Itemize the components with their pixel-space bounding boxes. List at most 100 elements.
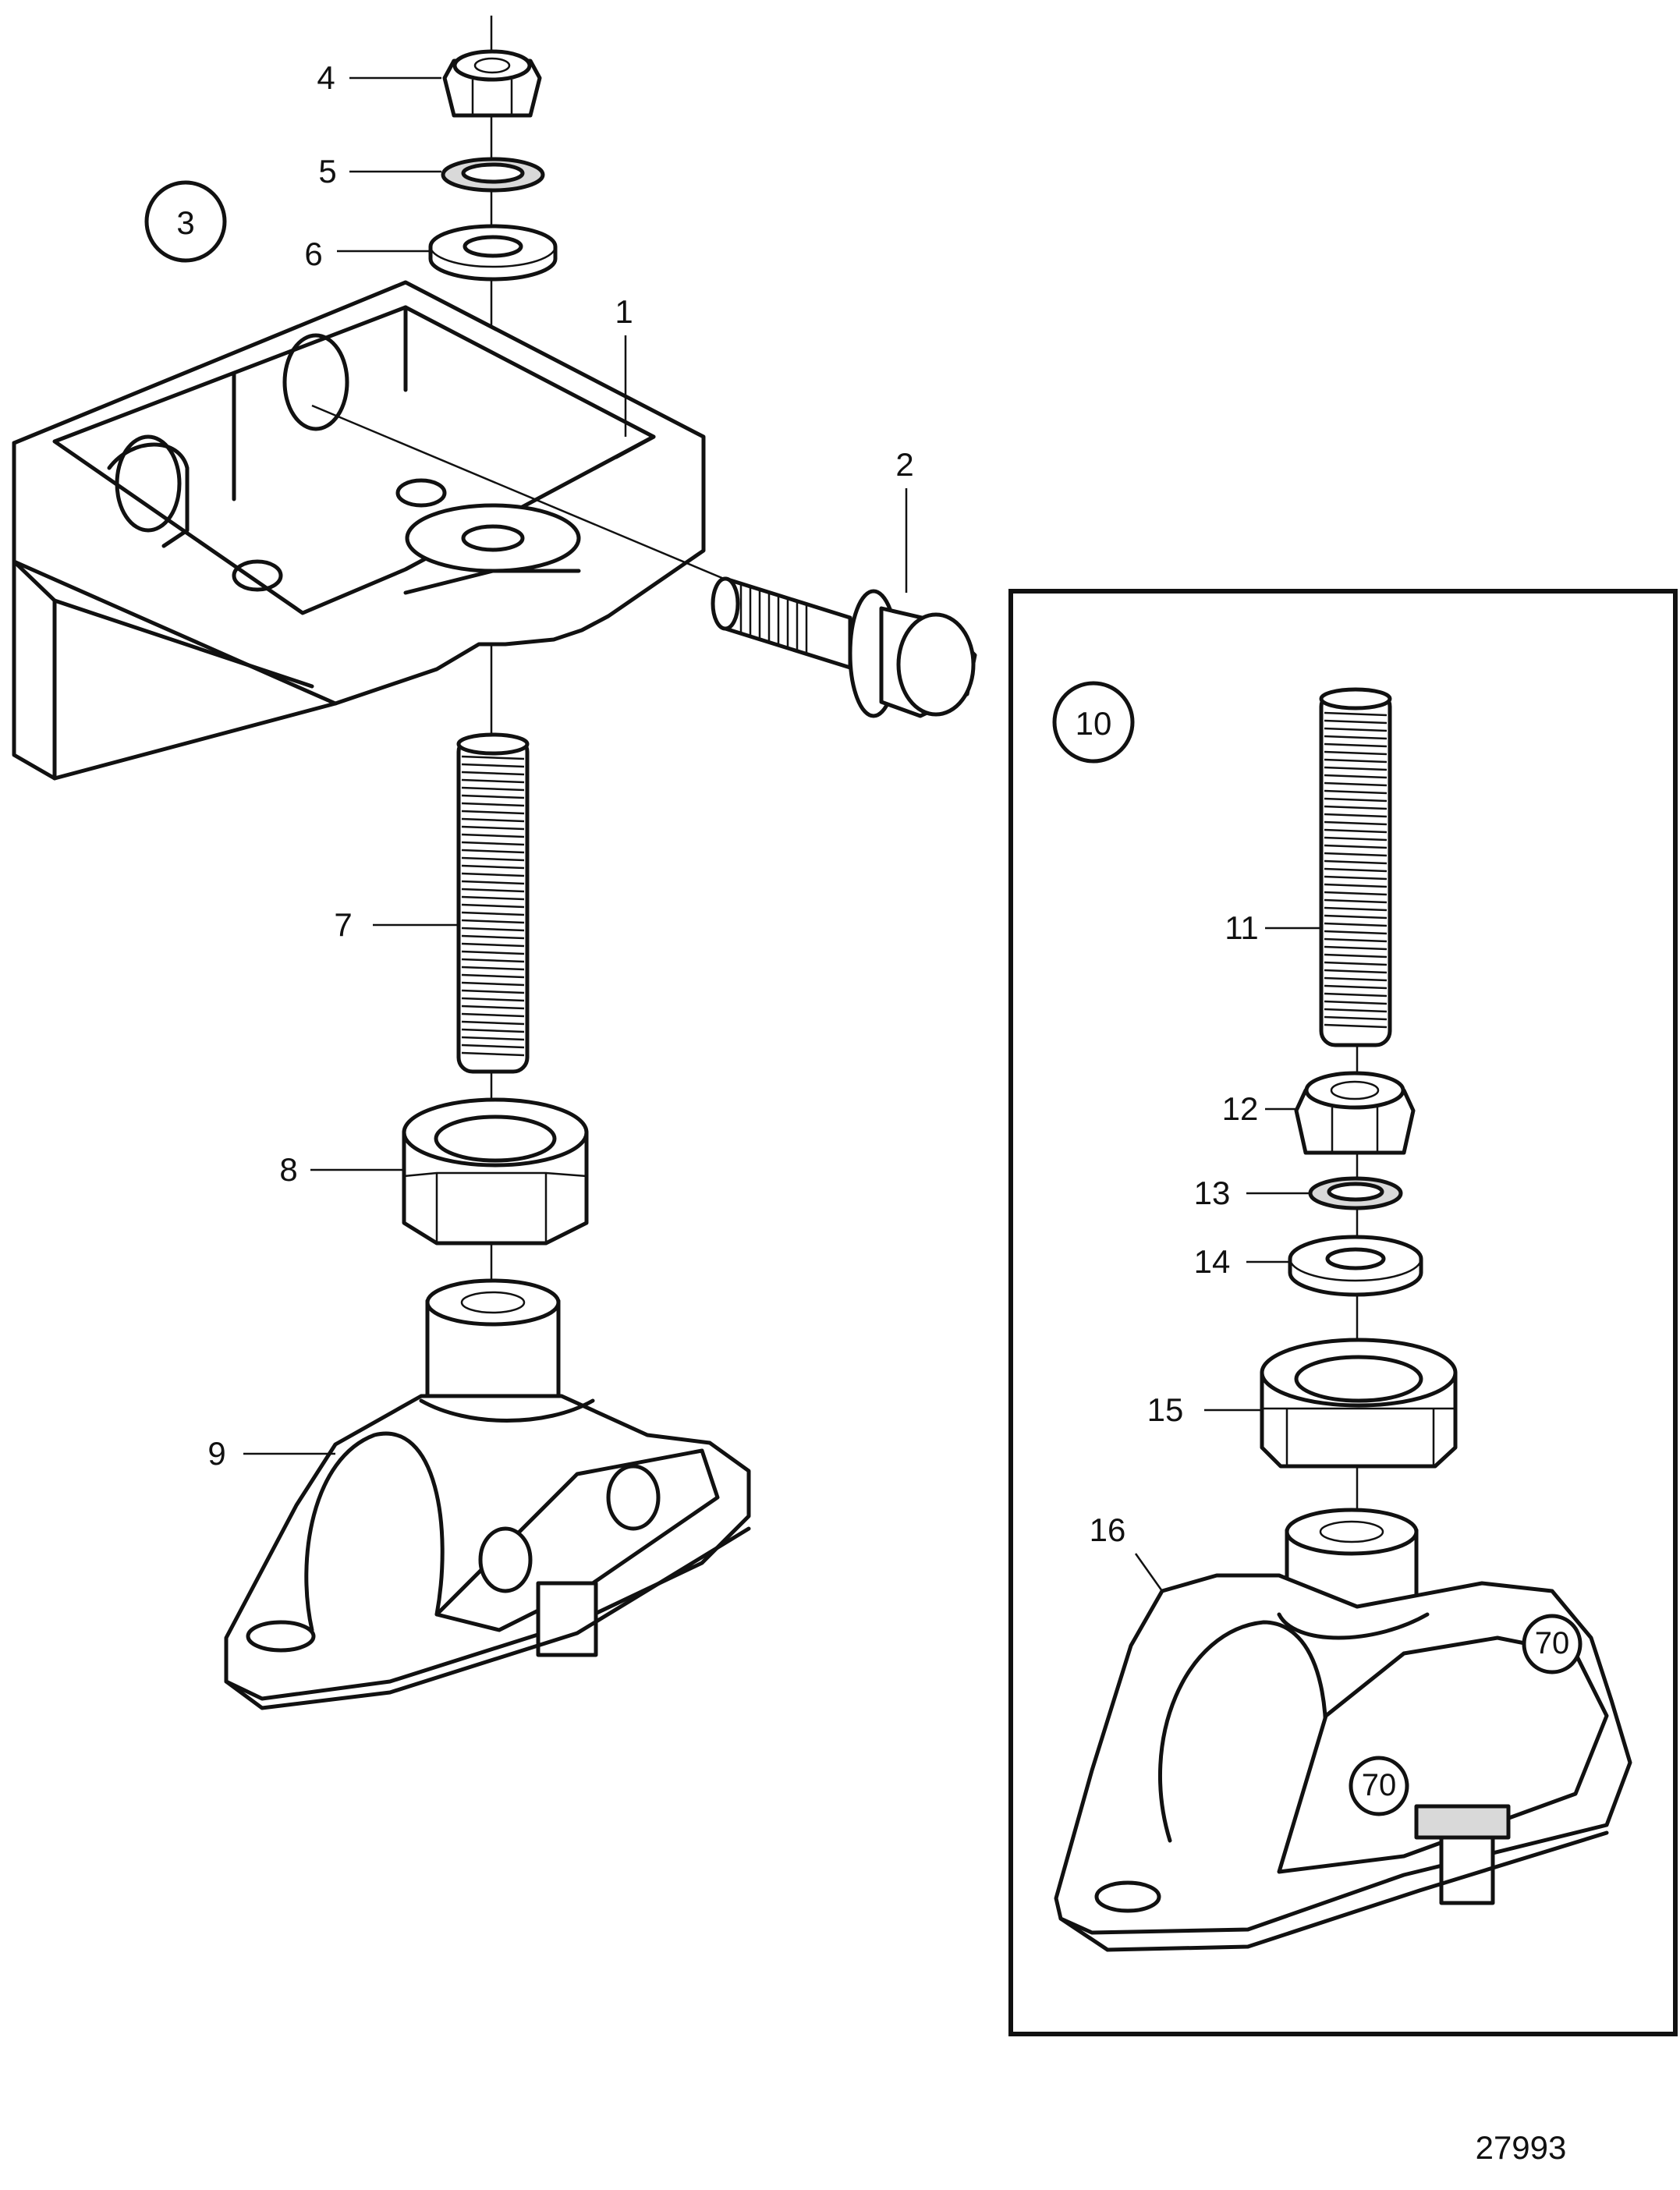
- thread-line: [1324, 859, 1388, 865]
- thread-line: [461, 997, 525, 1002]
- thread-line: [461, 849, 525, 854]
- thread-line: [1324, 922, 1388, 927]
- thread-line: [1324, 750, 1388, 756]
- thread-line: [461, 888, 525, 893]
- thread-line: [461, 1012, 525, 1018]
- thread-line: [1324, 898, 1388, 904]
- thread-line: [461, 1044, 525, 1049]
- thread-line: [461, 864, 525, 870]
- lock-washer-part-5: [441, 157, 545, 193]
- assembly-group-3: 3 4 5 6 1 2 7 8 9: [12, 16, 977, 1710]
- nut-part-8: [402, 1097, 589, 1246]
- thread-line: [1324, 945, 1388, 951]
- insert-plate-text-1: 70: [1362, 1768, 1397, 1802]
- thread-line: [1324, 758, 1388, 764]
- thread-line: [461, 833, 525, 838]
- washer-part-6: [428, 224, 558, 282]
- thread-line: [1324, 797, 1388, 803]
- thread-line: [1324, 937, 1388, 943]
- thread-line: [461, 903, 525, 909]
- thread-line: [461, 973, 525, 979]
- thread-line: [1324, 789, 1388, 795]
- thread-line: [1324, 781, 1388, 787]
- thread-line: [461, 825, 525, 831]
- thread-line: [1324, 828, 1388, 834]
- flange-bolt-part-2: [711, 576, 977, 718]
- thread-line: [461, 950, 525, 955]
- thread-line: [1324, 742, 1388, 748]
- assembly-group-10-inset: 70 70 10 11 12 13 14 15 16: [1008, 589, 1678, 2036]
- thread-line: [461, 958, 525, 963]
- part-label-15: 15: [1147, 1391, 1184, 1428]
- thread-line: [461, 1028, 525, 1033]
- thread-line: [1324, 953, 1388, 959]
- thread-line: [461, 794, 525, 799]
- bracket-part-1: [12, 280, 725, 781]
- thread-line: [1324, 836, 1388, 842]
- thread-line: [461, 872, 525, 877]
- nut-part-15: [1260, 1338, 1458, 1469]
- thread-line: [461, 755, 525, 760]
- group-marker-3: 3: [144, 180, 227, 263]
- figure-number: 27993: [1476, 2129, 1567, 2166]
- thread-line: [1324, 1023, 1388, 1029]
- thread-line: [1324, 735, 1388, 740]
- thread-line: [1324, 867, 1388, 873]
- thread-line: [1324, 719, 1388, 725]
- group-marker-10: 10: [1052, 681, 1135, 764]
- washer-part-14: [1288, 1235, 1423, 1297]
- part-label-6: 6: [304, 236, 322, 272]
- thread-line: [461, 1051, 525, 1057]
- thread-line: [1324, 820, 1388, 826]
- thread-line: [461, 802, 525, 807]
- engine-mount-part-16: 70 70: [1054, 1508, 1632, 1952]
- thread-line: [461, 817, 525, 823]
- part-label-13: 13: [1194, 1175, 1231, 1211]
- part-label-9: 9: [207, 1435, 225, 1472]
- part-label-2: 2: [895, 446, 913, 483]
- group-marker-3-label: 3: [176, 204, 194, 241]
- thread-line: [1324, 813, 1388, 818]
- thread-line: [461, 919, 525, 924]
- part-label-14: 14: [1194, 1243, 1231, 1280]
- thread-line: [1324, 969, 1388, 974]
- thread-line: [1324, 727, 1388, 732]
- thread-line: [1324, 805, 1388, 810]
- thread-line: [1324, 961, 1388, 966]
- thread-line: [1324, 844, 1388, 849]
- part-label-4: 4: [317, 59, 335, 96]
- thread-line: [1324, 875, 1388, 881]
- thread-line: [461, 895, 525, 901]
- thread-line: [461, 942, 525, 948]
- thread-line: [1324, 774, 1388, 779]
- thread-line: [461, 1036, 525, 1041]
- thread-line: [1324, 1008, 1388, 1013]
- thread-line: [461, 880, 525, 885]
- thread-line: [1324, 711, 1388, 717]
- lock-washer-part-13: [1308, 1176, 1403, 1210]
- thread-line: [461, 934, 525, 940]
- thread-line: [461, 763, 525, 768]
- thread-line: [461, 981, 525, 987]
- inset-frame: [1008, 589, 1678, 2036]
- insert-plate-text-2: 70: [1535, 1626, 1570, 1660]
- part-label-1: 1: [615, 293, 633, 330]
- thread-line: [461, 841, 525, 846]
- part-label-16: 16: [1090, 1511, 1126, 1548]
- part-label-7: 7: [334, 906, 352, 943]
- thread-line: [1324, 891, 1388, 896]
- nut-part-4: [442, 49, 542, 118]
- thread-line: [1324, 976, 1388, 982]
- stud-part-7: [456, 732, 530, 1074]
- thread-line: [1324, 930, 1388, 935]
- thread-line: [461, 927, 525, 932]
- thread-line: [1324, 852, 1388, 857]
- thread-line: [461, 810, 525, 815]
- part-label-11: 11: [1225, 909, 1259, 946]
- thread-line: [1324, 906, 1388, 912]
- thread-line: [1324, 883, 1388, 888]
- part-label-12: 12: [1222, 1090, 1259, 1127]
- thread-line: [461, 1020, 525, 1026]
- thread-line: [461, 911, 525, 916]
- thread-line: [1324, 1000, 1388, 1005]
